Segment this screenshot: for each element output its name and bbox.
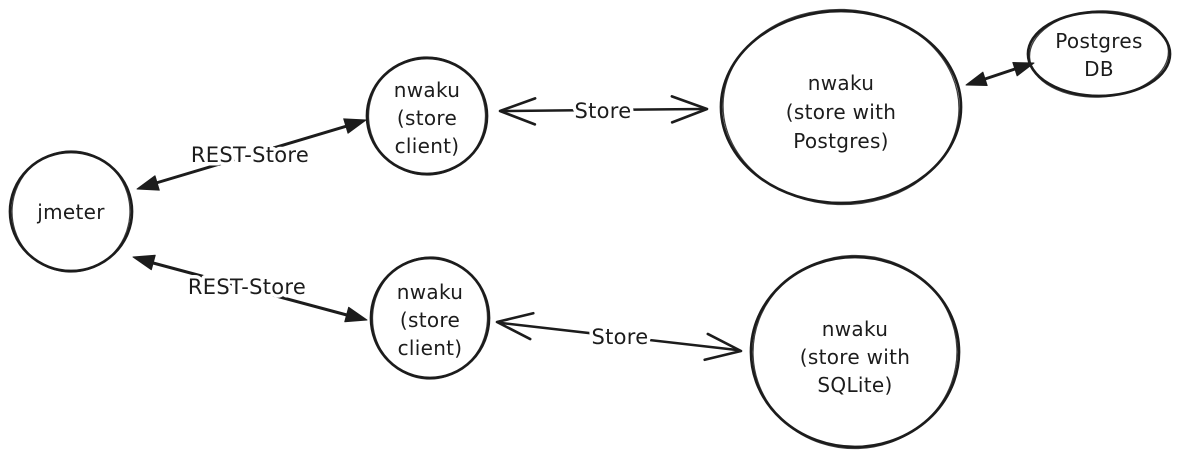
- node-jmeter-label: jmeter: [36, 200, 105, 224]
- node-nwaku-store-client-bottom: nwaku (store client): [369, 256, 491, 380]
- node-client-bottom-label-line1: nwaku: [397, 280, 463, 304]
- node-jmeter: jmeter: [8, 150, 134, 273]
- filled-arrowhead-icon: [136, 175, 160, 191]
- node-nwaku-store-sqlite: nwaku (store with SQLite): [749, 254, 961, 450]
- node-client-top-circle-sketch: [367, 56, 487, 176]
- node-postgres-db-circle: [1026, 10, 1172, 98]
- node-postgres-node-circle-sketch: [722, 8, 960, 206]
- edge-client-top-postgres-node: Store: [498, 95, 709, 127]
- open-arrowhead-icon: [498, 97, 537, 126]
- node-postgres-db-circle-sketch: [1028, 10, 1170, 98]
- open-arrowhead-icon: [703, 332, 743, 362]
- node-client-bottom-label-line3: client): [398, 336, 463, 360]
- node-postgres-node-circle: [719, 9, 963, 205]
- edge-line: [502, 107, 705, 113]
- edge-line: [499, 321, 739, 352]
- filled-arrowhead-icon: [344, 306, 368, 323]
- node-postgres-db: Postgres DB: [1026, 10, 1172, 98]
- node-client-bottom-circle-sketch: [371, 256, 489, 380]
- open-arrowhead-icon: [495, 311, 535, 341]
- edge-jmeter-client-bottom: REST-Store: [132, 254, 368, 323]
- edge-jmeter-client-top: REST-Store: [136, 118, 367, 191]
- node-client-top-label-line2: (store: [397, 106, 457, 130]
- node-client-top-label-line3: client): [395, 134, 460, 158]
- node-client-top-circle: [365, 56, 489, 176]
- filled-arrowhead-icon: [343, 118, 367, 134]
- node-sqlite-node-circle: [749, 255, 961, 449]
- node-sqlite-node-circle-sketch: [752, 254, 958, 450]
- node-nwaku-store-postgres: nwaku (store with Postgres): [719, 8, 963, 206]
- filled-arrowhead-icon: [132, 254, 156, 271]
- node-sqlite-node-label-line3: SQLite): [817, 373, 892, 397]
- edge-label-rest-store-bottom: REST-Store: [188, 275, 306, 299]
- node-nwaku-store-client-top: nwaku (store client): [365, 56, 489, 176]
- filled-arrowhead-icon: [965, 71, 988, 87]
- edge-line: [144, 121, 359, 188]
- node-postgres-node-label-line3: Postgres): [793, 129, 889, 153]
- node-postgres-db-label-line1: Postgres: [1055, 29, 1142, 53]
- edge-label-store-bottom: Store: [591, 325, 648, 349]
- node-postgres-node-label-line2: (store with: [786, 100, 896, 124]
- edge-label-rest-store-top: REST-Store: [191, 143, 309, 167]
- edge-label-store-top: Store: [574, 99, 631, 123]
- node-client-bottom-label-line2: (store: [400, 308, 460, 332]
- node-sqlite-node-label-line2: (store with: [800, 345, 910, 369]
- node-jmeter-circle-sketch: [11, 150, 131, 273]
- edge-postgres-node-postgres-db: [965, 61, 1035, 87]
- node-sqlite-node-label-line1: nwaku: [822, 317, 888, 341]
- node-client-bottom-circle: [369, 256, 491, 380]
- node-client-top-label-line1: nwaku: [394, 78, 460, 102]
- edge-client-bottom-sqlite-node: Store: [495, 311, 743, 362]
- node-postgres-node-label-line1: nwaku: [808, 71, 874, 95]
- node-postgres-db-label-line2: DB: [1084, 57, 1114, 81]
- filled-arrowhead-icon: [1012, 61, 1035, 77]
- node-jmeter-circle: [8, 150, 134, 273]
- open-arrowhead-icon: [670, 95, 709, 124]
- edge-line: [140, 258, 360, 320]
